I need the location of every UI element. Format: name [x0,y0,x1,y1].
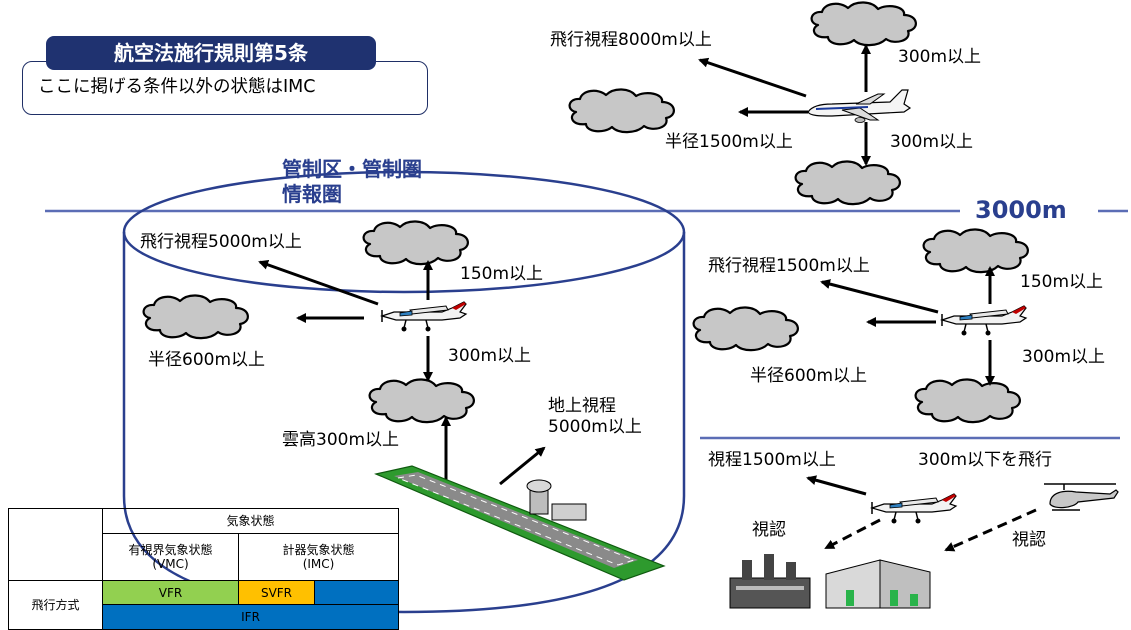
imc-header: 計器気象状態(IMC) [237,532,400,581]
out-below-label: 300m以上 [1022,347,1106,367]
cz-ground-vis-label-2: 5000m以上 [548,417,642,437]
airliner-icon [807,89,912,123]
control-zone-title-1: 管制区・管制圏 [282,157,422,181]
cessna-low-icon [871,493,957,525]
arrow-out-diag [820,279,939,314]
weather-header: 気象状態 [101,508,400,534]
rule-text: ここに掲げる条件以外の状態はIMC [38,77,316,97]
out-radius-label: 半径600m以上 [750,366,868,386]
factory-icon [729,554,811,609]
low-altitude-label: 300m以下を飛行 [918,450,1053,470]
cloud-upper-top [810,1,917,47]
flight-rules-table: 気象状態 有視界気象状態(VMC) 計器気象状態(IMC) 飛行方式 VFR S… [8,508,400,630]
office-building-icon [825,559,931,609]
cloud-cz-left [142,294,249,340]
out-visibility-label: 飛行視程1500m以上 [708,256,870,276]
cz-ceiling-label: 雲高300m以上 [282,430,400,450]
ifr-cell: IFR [101,604,400,630]
vfr-cell: VFR [102,579,239,606]
helicopter-icon [1044,483,1119,511]
cloud-upper-bottom [794,160,901,206]
ifr-extension-cell [313,579,400,606]
upper-radius-label: 半径1500m以上 [665,132,793,152]
airport-icon [374,465,666,581]
flight-mode-header: 飛行方式 [8,579,103,630]
rule-box [22,61,428,115]
cessna-cz-icon [381,301,467,333]
cloud-cz-bottom [368,378,475,424]
table-corner [8,508,103,581]
arrow-cz-diag [258,259,379,306]
cloud-upper-left [568,88,675,134]
vmc-header: 有視界気象状態(VMC) [102,532,239,581]
cz-visibility-label: 飛行視程5000m以上 [140,232,302,252]
sight-label-1: 視認 [752,520,786,540]
cz-ground-vis-label-1: 地上視程 [548,396,616,416]
rule-title: 航空法施行規則第5条 [46,36,376,70]
upper-visibility-label: 飛行視程8000m以上 [550,30,712,50]
svfr-cell: SVFR [238,579,315,606]
cloud-out-bottom [914,378,1021,424]
cz-radius-label: 半径600m以上 [148,350,266,370]
altitude-label: 3000m [975,196,1067,224]
cz-below-label: 300m以上 [448,346,532,366]
arrow-ground-vis [499,446,546,486]
upper-above-label: 300m以上 [898,47,982,67]
arrow-low-diag [806,475,867,496]
control-zone-title-2: 情報圏 [282,182,342,206]
cessna-out-icon [941,305,1027,337]
low-visibility-label: 視程1500m以上 [708,450,836,470]
cloud-cz-top [362,220,469,266]
cloud-out-top [922,228,1029,274]
upper-below-label: 300m以上 [890,132,974,152]
cloud-out-left [692,306,799,352]
arrow-sight-heli [944,508,1037,552]
arrow-sight-plane [824,518,881,550]
cz-above-label: 150m以上 [460,264,544,284]
arrow-upper-diag [698,57,807,98]
sight-label-2: 視認 [1012,530,1046,550]
out-above-label: 150m以上 [1020,272,1104,292]
